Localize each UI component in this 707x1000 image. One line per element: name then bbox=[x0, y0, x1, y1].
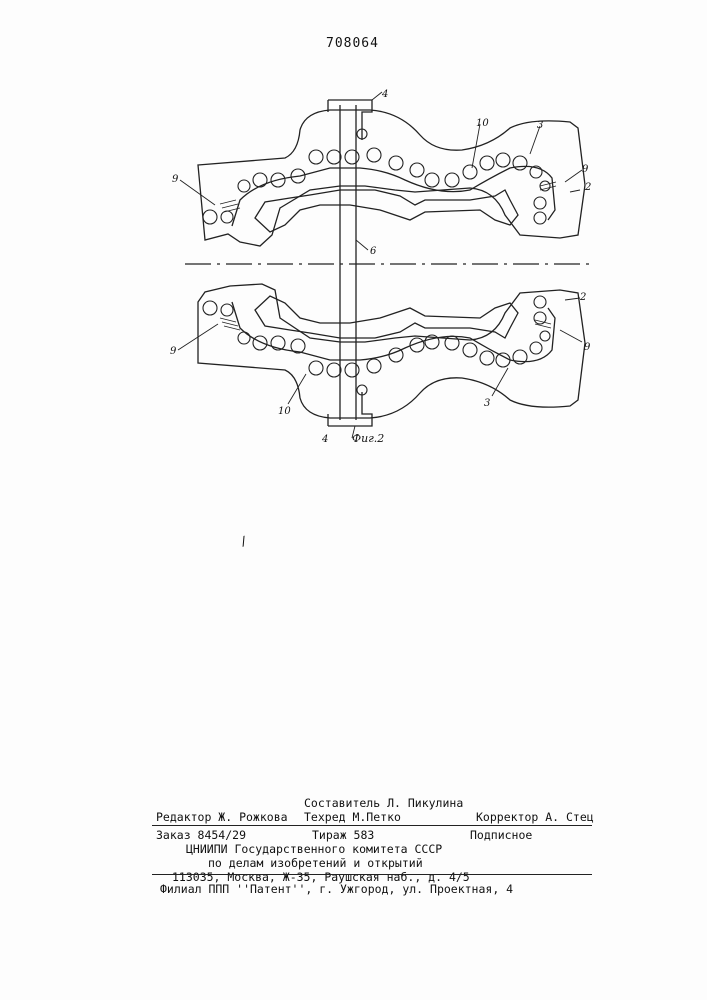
circulation-line: Тираж 583 bbox=[312, 828, 374, 842]
org-line-1: ЦНИИПИ Государственного комитета СССР bbox=[186, 842, 442, 856]
leader-lines bbox=[178, 92, 582, 438]
branch-line: Филиал ППП ''Патент'', г. Ужгород, ул. П… bbox=[160, 882, 513, 896]
editor-line: Редактор Ж. Рожкова bbox=[156, 810, 288, 824]
lower-housing bbox=[198, 284, 585, 418]
bottom-flange bbox=[328, 392, 372, 426]
label-2-bottom: 2 bbox=[579, 292, 586, 303]
label-9-left-bottom: 9 bbox=[170, 346, 177, 357]
order-line: Заказ 8454/29 bbox=[156, 828, 246, 842]
lower-rotor bbox=[255, 296, 518, 338]
compiler-line: Составитель Л. Пикулина bbox=[304, 796, 463, 810]
upper-rotor bbox=[255, 190, 518, 232]
upper-housing bbox=[198, 110, 585, 246]
corrector-line: Корректор А. Стец bbox=[476, 810, 594, 824]
subscription-line: Подписное bbox=[470, 828, 532, 842]
figure-caption: Фиг.2 bbox=[352, 432, 384, 445]
label-3-bottom: 3 bbox=[484, 398, 490, 409]
label-4-bottom: 4 bbox=[321, 434, 328, 445]
label-9-right-top: 9 bbox=[582, 164, 589, 175]
techred-line: Техред М.Петко bbox=[304, 810, 401, 824]
central-shaft bbox=[340, 105, 356, 420]
imprint-rule-1 bbox=[152, 825, 592, 826]
label-4-top: 4 bbox=[381, 89, 388, 100]
top-flange bbox=[328, 100, 372, 140]
label-9-right-bottom: 9 bbox=[584, 342, 591, 353]
label-9-left-top: 9 bbox=[172, 174, 179, 185]
label-10-top: 10 bbox=[476, 118, 489, 129]
label-2-top: 2 bbox=[584, 182, 591, 193]
org-line-2: по делам изобретений и открытий bbox=[208, 856, 423, 870]
imprint-rule-2 bbox=[152, 874, 592, 875]
label-3-top: 3 bbox=[537, 120, 543, 131]
label-10-bottom: 10 bbox=[278, 406, 291, 417]
hatched-inserts bbox=[220, 182, 556, 330]
label-6: 6 bbox=[370, 246, 377, 257]
